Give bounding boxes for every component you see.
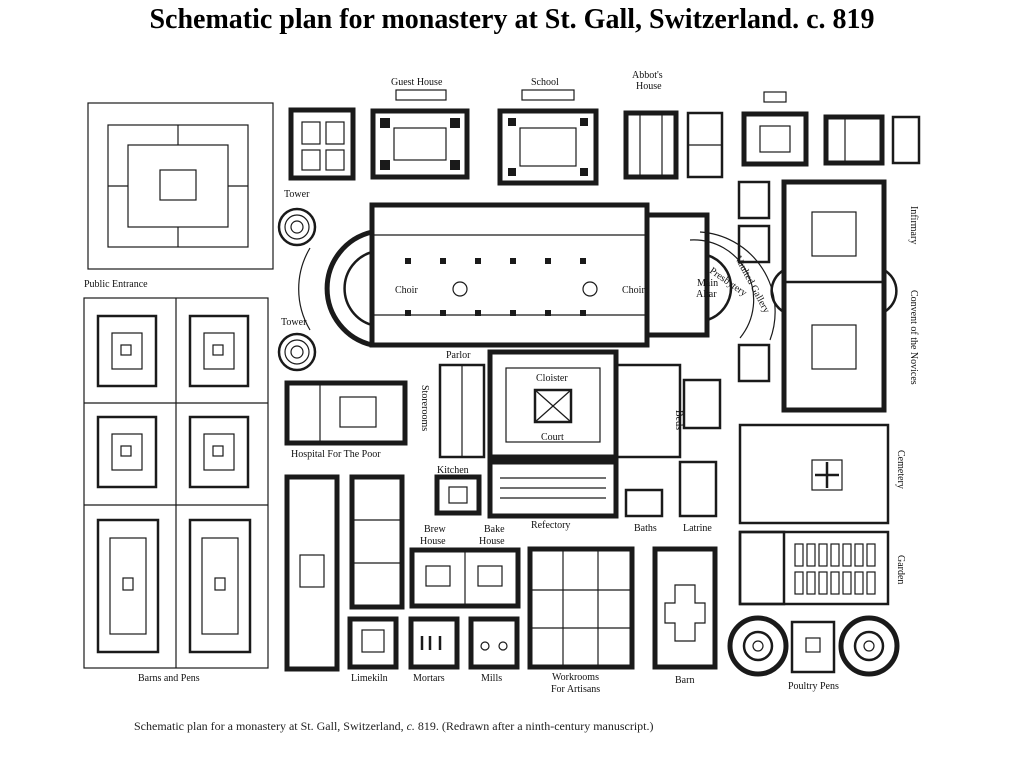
caption-italic: c. <box>406 719 415 733</box>
hospital <box>284 380 408 446</box>
entrance-courtyard <box>87 102 274 270</box>
storerooms <box>438 363 486 459</box>
tower-bottom <box>277 332 317 372</box>
latrine-label: Latrine <box>683 523 712 534</box>
choir-left-label: Choir <box>395 285 418 296</box>
church <box>298 202 776 348</box>
barn-label: Barn <box>675 675 694 686</box>
parlor-label: Parlor <box>446 350 471 361</box>
convent-novices-label: Convent of the Novices <box>908 290 919 385</box>
baths <box>624 488 664 518</box>
kitchen <box>434 474 482 516</box>
top-right-buildings <box>741 91 921 167</box>
cloister-label: Cloister <box>536 373 568 384</box>
beds-label: Beds <box>673 410 684 430</box>
abbots-house-label-2: House <box>636 81 662 92</box>
hospital-label: Hospital For The Poor <box>291 449 381 460</box>
refectory <box>487 459 619 519</box>
grid-workshop <box>349 474 405 610</box>
tower-top-label: Tower <box>284 189 310 200</box>
workrooms <box>527 546 635 670</box>
bake-house-label-2: House <box>479 536 505 547</box>
infirmary-label: Infirmary <box>908 206 919 244</box>
caption-rest: 819. (Redrawn after a ninth-century manu… <box>414 719 654 733</box>
caption-main: Schematic plan for a monastery at St. Ga… <box>134 719 407 733</box>
latrine <box>678 460 718 518</box>
garden-label: Garden <box>895 555 906 584</box>
workrooms-label-2: For Artisans <box>551 684 600 695</box>
mortars <box>408 616 460 670</box>
mortars-label: Mortars <box>413 673 445 684</box>
main-altar-label-1: Main <box>697 278 718 289</box>
cemetery-label: Cemetery <box>895 450 906 489</box>
limekiln-label: Limekiln <box>351 673 388 684</box>
abbots-house-label-1: Abbot's <box>632 70 663 81</box>
storerooms-label: Storerooms <box>419 385 430 431</box>
school <box>497 89 599 186</box>
barns-pens-label: Barns and Pens <box>138 673 200 684</box>
choir-right-label: Choir <box>622 285 645 296</box>
infirmary-complex <box>737 179 898 413</box>
limekiln <box>347 616 399 670</box>
poultry-pens <box>727 615 900 677</box>
mills-label: Mills <box>481 673 502 684</box>
poultry-pens-label: Poultry Pens <box>788 681 839 692</box>
barn <box>652 546 718 670</box>
mills <box>468 616 520 670</box>
figure-caption: Schematic plan for a monastery at St. Ga… <box>134 719 654 734</box>
guest-house <box>370 89 470 180</box>
bake-house-label-1: Bake <box>484 524 505 535</box>
abbots-house <box>623 110 724 180</box>
tower-top <box>277 207 317 247</box>
garden <box>738 530 890 606</box>
barns-and-pens <box>83 297 269 669</box>
baths-label: Baths <box>634 523 657 534</box>
public-entrance-label: Public Entrance <box>84 279 148 290</box>
guest-house-label: Guest House <box>391 77 443 88</box>
brew-bake-houses <box>409 547 521 609</box>
top-left-house <box>288 107 356 181</box>
main-altar-label-2: Altar <box>696 289 717 300</box>
school-label: School <box>531 77 559 88</box>
court-label: Court <box>541 432 564 443</box>
dormitory <box>614 363 722 459</box>
brew-house-label-2: House <box>420 536 446 547</box>
cemetery <box>738 423 890 525</box>
long-workshop <box>284 474 340 672</box>
page-title: Schematic plan for monastery at St. Gall… <box>149 4 875 35</box>
kitchen-label: Kitchen <box>437 465 469 476</box>
tower-bottom-label: Tower <box>281 317 307 328</box>
brew-house-label-1: Brew <box>424 524 446 535</box>
refectory-label: Refectory <box>531 520 570 531</box>
workrooms-label-1: Workrooms <box>552 672 599 683</box>
